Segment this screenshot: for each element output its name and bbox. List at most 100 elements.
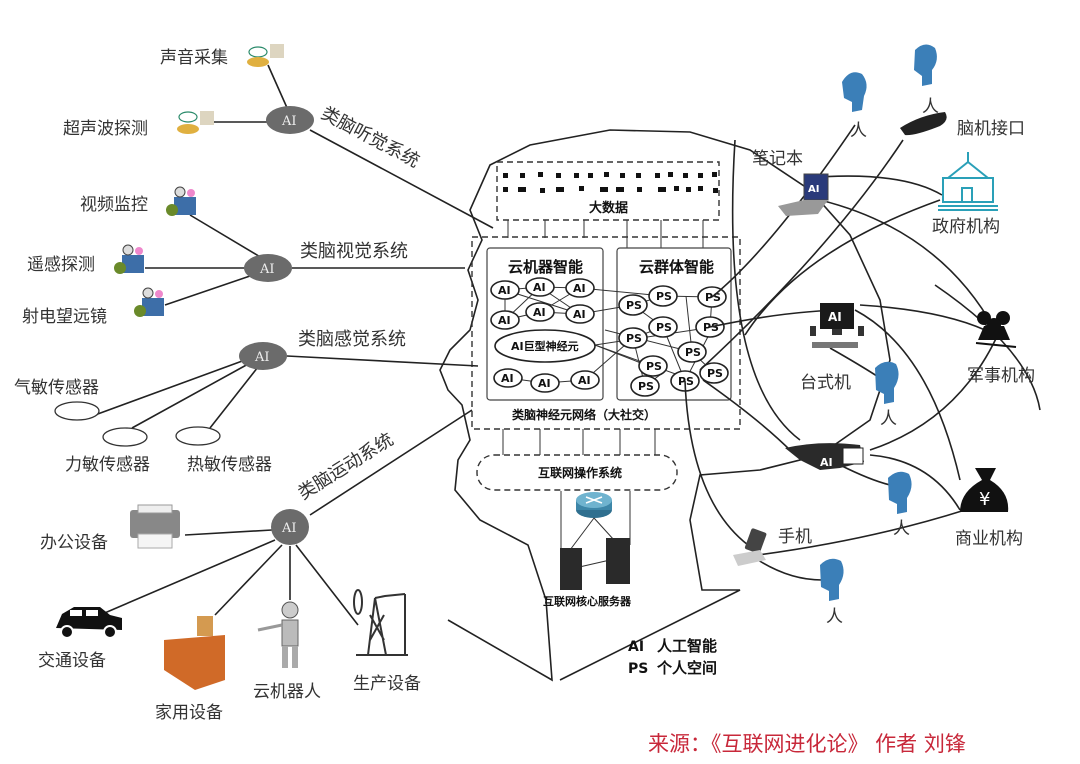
person-label: 人 <box>893 519 910 539</box>
svg-text:AI: AI <box>820 456 833 469</box>
svg-text:PS: PS <box>705 291 721 304</box>
sensor-force: 力敏传感器 <box>65 455 150 475</box>
server-links <box>560 491 631 569</box>
auditory-hub: AI <box>266 106 314 134</box>
sensor-gas: 气敏传感器 <box>14 378 99 398</box>
svg-text:AI: AI <box>538 377 551 390</box>
legend: AI 人工智能 PS 个人空间 <box>628 637 717 677</box>
cloud-machine-label: 云机器智能 <box>508 258 583 276</box>
legend-ai-abbr: AI <box>628 639 644 655</box>
robot-icon <box>257 601 299 668</box>
system-motor: 类脑运动系统 <box>295 429 398 504</box>
mic-icon <box>247 44 284 67</box>
svg-text:AI: AI <box>259 262 275 277</box>
internet-os-box <box>476 454 678 491</box>
svg-text:AI: AI <box>254 350 270 365</box>
device-production: 生产设备 <box>353 674 421 694</box>
device-radio-telescope: 射电望远镜 <box>22 307 107 327</box>
bci-label: 脑机接口 <box>957 119 1025 139</box>
sensor-icons <box>54 401 221 447</box>
camera-icon <box>114 186 196 317</box>
big-data-box <box>496 161 720 221</box>
svg-text:PS: PS <box>638 380 654 393</box>
auditory-links <box>210 64 494 229</box>
sensor-thermal: 热敏传感器 <box>187 455 272 475</box>
svg-text:AI: AI <box>281 521 297 536</box>
svg-text:AI: AI <box>578 374 591 387</box>
router-icon <box>576 492 612 518</box>
network-label: 类脑神经元网络（大社交） <box>512 407 656 422</box>
core-servers-label: 互联网核心服务器 <box>543 594 632 608</box>
person-icons <box>820 44 937 601</box>
svg-text:AI: AI <box>501 372 514 385</box>
svg-text:PS: PS <box>626 299 642 312</box>
svg-text:AI: AI <box>573 308 586 321</box>
svg-text:¥: ¥ <box>979 489 990 510</box>
os-connectors <box>502 429 656 455</box>
device-cloud-robot: 云机器人 <box>253 682 321 702</box>
svg-text:PS: PS <box>656 290 672 303</box>
svg-text:AI: AI <box>498 284 511 297</box>
big-data-label: 大数据 <box>589 200 628 216</box>
home-appliance-icon <box>164 616 225 690</box>
mobile-phone-icon <box>733 528 767 566</box>
device-ultrasonic: 超声波探测 <box>63 119 148 139</box>
motor-links <box>99 409 473 626</box>
printer-icon <box>130 504 180 549</box>
big-data-connectors <box>507 220 704 248</box>
ps-nodes: PS PS PS PS PS PS PS PS PS PS PS <box>618 285 729 397</box>
oil-pump-icon <box>353 589 408 656</box>
svg-text:AI: AI <box>498 314 511 327</box>
right-links <box>684 124 1041 581</box>
sensory-links <box>94 355 479 429</box>
ultrasonic-icon <box>177 111 214 134</box>
cloud-swarm-label: 云群体智能 <box>639 258 714 276</box>
giant-neuron-label: AI巨型神经元 <box>511 339 579 353</box>
svg-text:AI: AI <box>281 114 297 129</box>
military-label: 军事机构 <box>967 366 1035 386</box>
legend-ps-abbr: PS <box>628 661 648 677</box>
laptop-label: 笔记本 <box>752 149 803 169</box>
person-label: 人 <box>880 409 897 429</box>
svg-text:PS: PS <box>707 367 723 380</box>
device-office: 办公设备 <box>40 533 108 553</box>
svg-text:PS: PS <box>685 346 701 359</box>
military-icon <box>975 311 1017 348</box>
svg-text:AI: AI <box>828 310 842 324</box>
internet-os-label: 互联网操作系统 <box>538 465 622 480</box>
person-label: 人 <box>922 97 939 117</box>
person-label: 人 <box>826 607 843 627</box>
device-household: 家用设备 <box>155 703 223 723</box>
giant-neuron-node <box>494 329 596 363</box>
desktop-label: 台式机 <box>800 373 851 393</box>
device-sound-capture: 声音采集 <box>160 48 228 68</box>
source-citation: 来源：《互联网进化论》 作者 刘锋 <box>648 732 966 756</box>
svg-text:AI: AI <box>533 306 546 319</box>
sensory-hub: AI <box>239 342 287 370</box>
car-icon <box>56 607 122 639</box>
business-label: 商业机构 <box>955 529 1023 549</box>
cloud-swarm-box <box>616 247 732 401</box>
svg-text:PS: PS <box>626 332 642 345</box>
device-transport: 交通设备 <box>38 651 106 671</box>
ai-nodes: AI AI AI AI AI AI AI AI AI <box>490 277 600 393</box>
phone-label: 手机 <box>778 527 812 547</box>
cloud-machine-box <box>486 247 604 401</box>
government-label: 政府机构 <box>932 217 1000 237</box>
visual-links <box>145 214 465 306</box>
bci-headband-icon <box>900 112 947 136</box>
svg-text:PS: PS <box>656 321 672 334</box>
system-sensory: 类脑感觉系统 <box>298 329 406 350</box>
big-data-dots <box>503 172 718 193</box>
device-remote-sensing: 遥感探测 <box>27 255 95 275</box>
head-outline <box>439 129 891 682</box>
government-building-icon <box>938 152 998 211</box>
system-visual: 类脑视觉系统 <box>300 241 408 262</box>
svg-text:PS: PS <box>646 360 662 373</box>
device-video-surveillance: 视频监控 <box>80 195 148 215</box>
legend-ai-text: 人工智能 <box>657 637 717 655</box>
svg-text:AI: AI <box>573 282 586 295</box>
laptop-icon: AI <box>778 173 829 216</box>
legend-ps-text: 个人空间 <box>656 659 717 677</box>
